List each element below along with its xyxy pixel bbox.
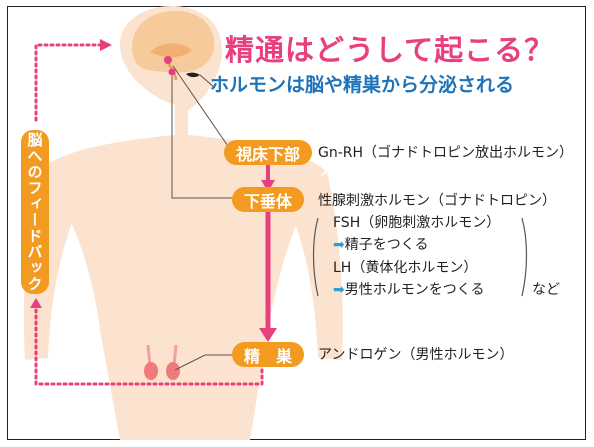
feedback-path-top: [34, 43, 106, 122]
hormone-flow-arrows: [259, 164, 277, 342]
etc-label: など: [532, 282, 560, 298]
lh-label: LH（黄体化ホルモン）: [333, 260, 478, 276]
feedback-label: 脳へのフィードバック: [21, 130, 49, 294]
leader-hypothalamus: [172, 65, 233, 153]
right-arrow-icon: ➡: [333, 282, 345, 298]
badge-pituitary: 下垂体: [232, 187, 304, 212]
fsh-effect: ➡精子をつくる: [333, 238, 428, 252]
brain-illustration: [132, 10, 215, 81]
testes-description: アンドロゲン（男性ホルモン）: [318, 347, 514, 363]
hypothalamus-description: Gn-RH（ゴナドトロピン放出ホルモン）: [318, 145, 574, 161]
leader-eye: [199, 74, 216, 89]
hormone-bracket: [312, 217, 528, 297]
feedback-path-bottom: [34, 303, 264, 386]
lh-effect: ➡男性ホルモンをつくる: [333, 283, 484, 297]
feedback-loop: [34, 43, 264, 386]
fsh-effect-text: 精子をつくる: [344, 237, 429, 253]
testes-illustration: [144, 344, 180, 380]
page-title: 精通はどうして起こる？: [225, 33, 555, 67]
hypothalamus-dot: [164, 56, 172, 64]
page-subtitle: ホルモンは脳や精巣から分泌される: [210, 74, 515, 96]
badge-testes: 精 巣: [232, 342, 304, 367]
fsh-label: FSH（卵胞刺激ホルモン）: [333, 215, 501, 231]
right-arrow-icon: ➡: [333, 237, 345, 253]
badge-hypothalamus: 視床下部: [224, 140, 312, 165]
lh-effect-text: 男性ホルモンをつくる: [344, 282, 485, 298]
eye-icon: [186, 72, 200, 78]
pituitary-dot: [168, 68, 176, 76]
leader-testes: [174, 354, 232, 371]
feedback-arrowheads: [30, 39, 112, 308]
leader-lines: [171, 65, 233, 371]
pituitary-description: 性腺刺激ホルモン（ゴナドトロピン）: [318, 193, 556, 209]
leader-pituitary: [171, 76, 232, 199]
